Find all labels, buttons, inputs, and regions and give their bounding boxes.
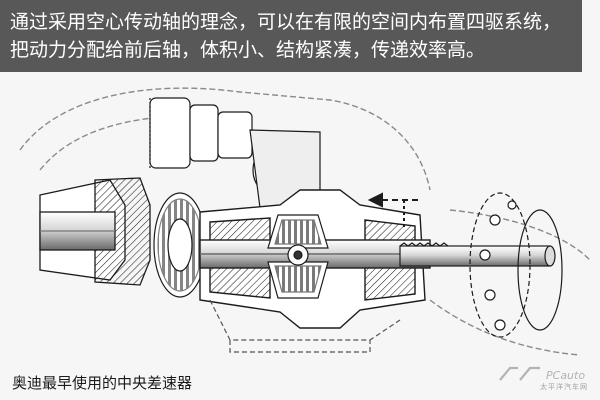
lower-casing-outline: [209, 299, 401, 353]
site-watermark: PCauto 太平洋汽车网: [496, 364, 588, 392]
sub-caption: 奥迪最早使用的中央差速器: [12, 374, 193, 392]
caption-box: 通过采用空心传动轴的理念，可以在有限的空间内布置四驱系统， 把动力分配给前后轴，…: [0, 0, 582, 72]
ring-gear: [153, 192, 207, 298]
flange-housing-right: [469, 192, 563, 338]
caption-line-2: 把动力分配给前后轴，体积小、结构紧凑，传递效率高。: [10, 39, 486, 61]
watermark-tagline: 太平洋汽车网: [540, 383, 588, 391]
motion-arrow-icon: [367, 192, 418, 230]
pcauto-logo-icon: PCauto: [499, 366, 585, 382]
watermark-brand: PCauto: [546, 369, 585, 382]
caption-line-1: 通过采用空心传动轴的理念，可以在有限的空间内布置四驱系统，: [10, 11, 562, 33]
output-shaft-right: [399, 242, 556, 267]
bevel-gear-set: [267, 214, 329, 299]
pinion-gear-left: [39, 177, 151, 286]
